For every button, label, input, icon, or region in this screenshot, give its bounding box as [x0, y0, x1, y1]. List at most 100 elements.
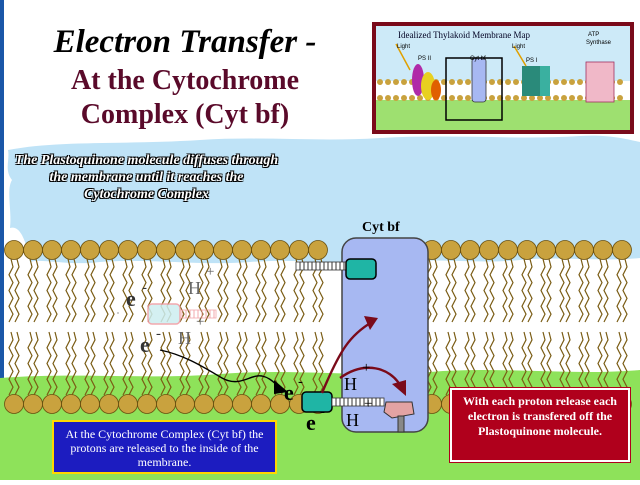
inset-lipid-head	[385, 95, 391, 101]
inset-lipid-head	[617, 79, 623, 85]
electron-arrow	[339, 366, 406, 396]
lipid-tail	[464, 331, 470, 396]
lipid-tail	[470, 331, 476, 396]
lipid-tail	[559, 331, 565, 396]
lipid-tail	[261, 331, 267, 396]
lipid-tail	[90, 331, 96, 396]
inset-lipid-head	[577, 79, 583, 85]
lipid-tail	[451, 331, 457, 396]
inset-lipid-head	[457, 95, 463, 101]
proton-plus-4: +	[364, 396, 373, 412]
lipid-head-outer	[289, 240, 309, 260]
lipid-tail	[52, 331, 58, 396]
inset-title: Idealized Thylakoid Membrane Map	[398, 30, 531, 40]
lipid-tail	[261, 258, 267, 323]
inset-atp: ATP	[588, 32, 600, 38]
lipid-tail	[578, 331, 584, 396]
lipid-head-inner	[232, 394, 252, 414]
lipid-head-inner	[118, 394, 138, 414]
lipid-head-inner	[156, 394, 176, 414]
lipid-tail	[128, 331, 134, 396]
lipid-tail	[90, 258, 96, 323]
lipid-tail	[14, 331, 20, 396]
lipid-tail	[432, 331, 438, 396]
lipid-tail	[27, 258, 33, 323]
lipid-tail	[470, 258, 476, 323]
inset-lipid-head	[553, 95, 559, 101]
lipid-tail	[312, 331, 318, 396]
inset-lipid-head	[377, 95, 383, 101]
lipid-tail	[109, 331, 115, 396]
cyt-bf-label: Cyt bf	[362, 220, 400, 235]
inset-lipid-head	[577, 95, 583, 101]
electron-minus-3: -	[298, 374, 303, 390]
lipid-head-outer	[612, 240, 632, 260]
lipid-head-outer	[4, 240, 24, 260]
inset-ps1: PS I	[526, 58, 538, 64]
lipid-tail	[445, 331, 451, 396]
lipid-tail	[71, 258, 77, 323]
inset-lipid-head	[409, 95, 415, 101]
lipid-tail	[8, 331, 14, 396]
electron-label-4: e	[306, 410, 316, 435]
lipid-tail	[274, 258, 280, 323]
lipid-tail	[147, 331, 153, 396]
inset-light-1: Light	[397, 44, 411, 50]
inset-lipid-head	[377, 79, 383, 85]
lipid-head-outer	[460, 240, 480, 260]
inset-lipid-head	[401, 95, 407, 101]
inset-lipid-head	[617, 95, 623, 101]
lipid-head-inner	[99, 394, 119, 414]
electron-transfer-note: With each proton release each electron i…	[449, 387, 631, 463]
electron-label-1: e	[126, 286, 136, 311]
lipid-tail	[464, 258, 470, 323]
lipid-tail	[27, 331, 33, 396]
lipid-tail	[508, 258, 514, 323]
inset-lipid-head	[417, 95, 423, 101]
lipid-tail	[84, 331, 90, 396]
inset-lipid-head	[513, 79, 519, 85]
electron-minus-2: -	[156, 326, 161, 342]
lipid-head-outer	[118, 240, 138, 260]
inset-lipid-head	[465, 79, 471, 85]
lipid-tail	[603, 258, 609, 323]
lipid-head-outer	[80, 240, 100, 260]
lipid-head-inner	[175, 394, 195, 414]
electron-minus-1: -	[142, 280, 147, 296]
lipid-head-outer	[42, 240, 62, 260]
plastoquinone-lower	[301, 391, 385, 413]
lipid-tail	[280, 331, 286, 396]
lipid-head-inner	[213, 394, 233, 414]
lipid-tail	[166, 331, 172, 396]
lipid-tail	[65, 331, 71, 396]
cytochrome-complex	[341, 237, 429, 433]
lipid-head-outer	[251, 240, 271, 260]
lipid-tail	[521, 331, 527, 396]
lipid-head-outer	[555, 240, 575, 260]
inset-light-2: Light	[512, 44, 526, 50]
cloud-caption: The Plastoquinone molecule diffuses thro…	[14, 153, 279, 202]
lipid-head-outer	[441, 240, 461, 260]
lipid-tail	[141, 258, 147, 323]
lipid-head-inner	[4, 394, 24, 414]
lipid-tail	[109, 258, 115, 323]
lipid-tail	[622, 258, 628, 323]
lipid-head-outer	[99, 240, 119, 260]
lipid-tail	[540, 331, 546, 396]
lipid-head-outer	[593, 240, 613, 260]
lipid-tail	[527, 258, 533, 323]
lipid-tail	[223, 258, 229, 323]
proton-label-1: H	[188, 278, 201, 298]
electron-label-3: e	[284, 380, 294, 405]
lipid-tail	[198, 331, 204, 396]
lipid-head-outer	[574, 240, 594, 260]
lipid-tail	[603, 331, 609, 396]
inset-lipid-head	[465, 95, 471, 101]
lipid-tail	[141, 331, 147, 396]
lipid-tail	[489, 331, 495, 396]
lipid-head-outer	[194, 240, 214, 260]
inset-lipid-head	[553, 79, 559, 85]
inset-lipid-head	[449, 79, 455, 85]
lipid-tail	[502, 331, 508, 396]
